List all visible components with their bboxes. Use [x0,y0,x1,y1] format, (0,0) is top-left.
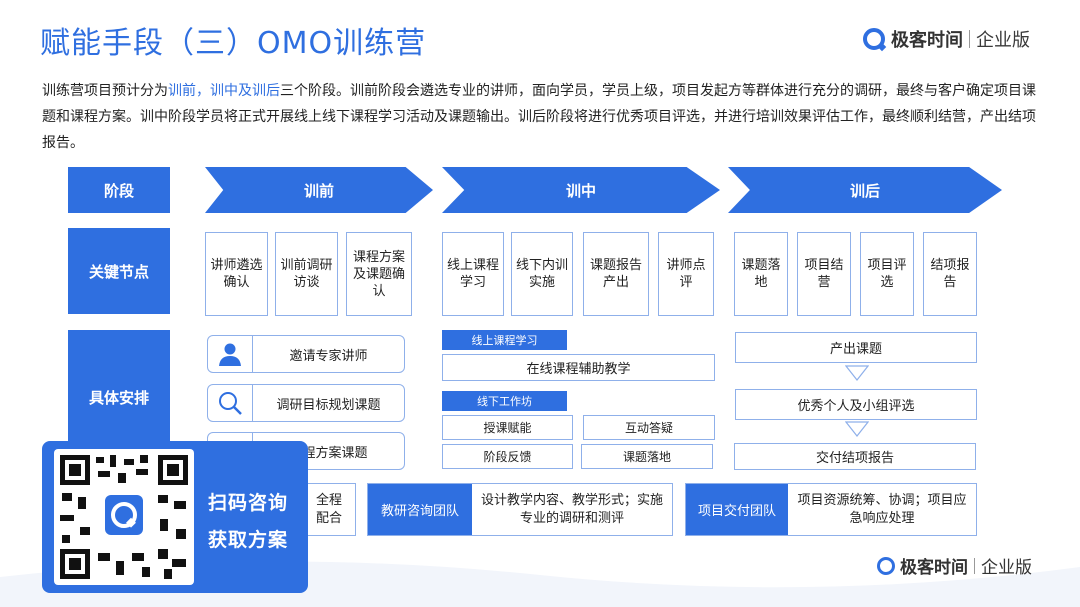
page-title: 赋能手段（三）OMO训练营 [40,26,427,61]
online-item: 在线课程辅助教学 [442,354,715,381]
online-tag: 线上课程学习 [442,330,567,350]
post-plan-item: 优秀个人及小组评选 [735,389,977,420]
node-mid: 线下内训实施 [511,232,573,316]
watermark-brand-name: 极客时间 [900,558,968,578]
down-arrow-icon [845,421,869,437]
team-partial-text: 全程 配合 [315,492,342,526]
brand-suffix: 企业版 [976,30,1030,51]
intro-phases: 训前，训中及训后 [168,83,280,99]
team-delivery: 项目交付团队 项目资源统筹、协调；项目应急响应处理 [685,483,977,536]
team-teaching: 教研咨询团队 设计教学内容、教学形式；实施专业的调研和测评 [367,483,673,536]
watermark-divider [974,557,975,574]
brand-header: 极客时间 企业版 [863,26,1030,52]
team-delivery-label: 项目交付团队 [686,484,788,535]
brand-name: 极客时间 [891,30,963,51]
watermark-brand-suffix: 企业版 [981,558,1032,578]
offline-item: 课题落地 [581,444,713,469]
qr-call-to-action[interactable]: 扫码咨询 获取方案 [208,485,288,559]
geek-logo-icon [877,556,895,575]
node-mid: 线上课程学习 [442,232,504,316]
stage-mid: 训中 [442,167,720,213]
magnifier-icon [219,392,242,415]
stage-post: 训后 [728,167,1002,213]
node-post: 课题落地 [734,232,788,316]
pre-plan-item: 邀请专家讲师 [252,335,405,373]
brand-watermark: 极客时间 企业版 [877,553,1032,578]
node-pre: 讲师遴选确认 [205,232,268,316]
expert-icon-box [207,335,253,373]
offline-tag: 线下工作坊 [442,391,567,411]
node-pre: 训前调研访谈 [275,232,338,316]
row-header-nodes: 关键节点 [68,228,170,314]
qr-code-icon[interactable] [54,449,194,585]
team-partial: 全程 配合 [302,483,356,536]
offline-item: 授课赋能 [442,415,573,440]
node-pre: 课程方案及课题确认 [346,232,412,316]
qr-line-2: 获取方案 [208,529,289,551]
node-post: 结项报告 [923,232,977,316]
down-arrow-icon [845,365,869,381]
node-mid: 讲师点评 [658,232,714,316]
post-plan-item: 产出课题 [735,332,977,363]
team-teaching-label: 教研咨询团队 [368,484,472,535]
offline-item: 阶段反馈 [442,444,573,469]
team-teaching-text: 设计教学内容、教学形式；实施专业的调研和测评 [480,492,663,526]
qr-code-graphic [60,455,188,579]
qr-card[interactable]: 扫码咨询 获取方案 [42,441,308,593]
row-header-stage: 阶段 [68,167,170,213]
node-mid: 课题报告产出 [583,232,649,316]
research-icon-box [207,384,253,422]
intro-text-2: 三个阶段。训前阶段会遴选专业的讲师，面向学员，学员上级，项目发起方等群体进行充分… [42,83,1036,151]
team-delivery-text: 项目资源统筹、协调；项目应急响应处理 [797,492,967,526]
stage-pre: 训前 [205,167,433,213]
post-plan-item: 交付结项报告 [734,443,976,470]
qr-line-1: 扫码咨询 [208,492,289,514]
brand-divider [969,30,970,48]
node-post: 项目评选 [860,232,914,316]
person-icon [219,343,241,366]
offline-item: 互动答疑 [583,415,715,440]
intro-text-1: 训练营项目预计分为 [42,83,168,99]
node-post: 项目结营 [797,232,851,316]
geek-logo-icon [863,28,885,50]
pre-plan-item: 调研目标规划课题 [252,384,405,422]
intro-paragraph: 训练营项目预计分为训前，训中及训后三个阶段。训前阶段会遴选专业的讲师，面向学员，… [42,78,1042,156]
